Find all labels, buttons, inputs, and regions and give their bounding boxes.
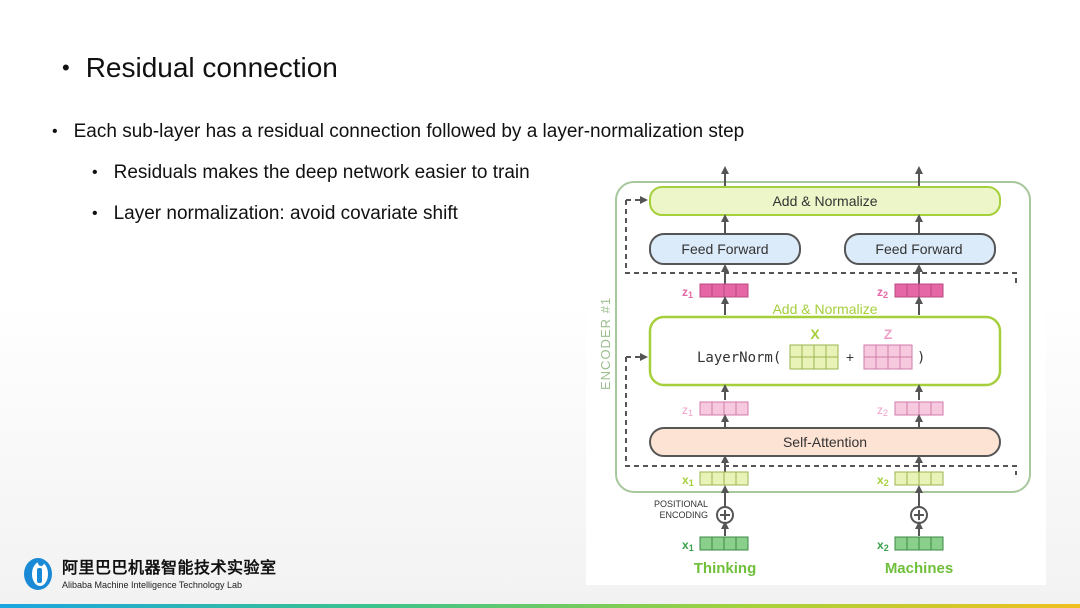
x2-inner-vector [894, 471, 944, 486]
bullet-dot: • [92, 205, 98, 222]
bullet-dot: • [62, 55, 70, 80]
z1-top-label: z1 [682, 285, 693, 300]
encoder-diagram: ENCODER #1 Add & Normalize Feed Forward … [586, 160, 1046, 585]
positional-label-1: POSITIONAL [654, 499, 708, 509]
z2-top-label: z2 [877, 285, 888, 300]
bullet-3-text: Layer normalization: avoid covariate shi… [113, 203, 458, 224]
x2-inner-label: x2 [877, 473, 889, 488]
z2-light-label: z2 [877, 403, 888, 418]
layernorm-z-label: Z [884, 326, 893, 342]
self-attention-label: Self-Attention [783, 434, 867, 450]
residual-dashed-sa [625, 357, 1017, 475]
layernorm-plus: + [846, 349, 854, 365]
plus-circle-icon-left [716, 506, 734, 524]
x1-input-vector [699, 536, 749, 551]
layernorm-close: ) [917, 350, 925, 366]
residual-dashed-ff [625, 200, 1017, 285]
slide-title-text: Residual connection [85, 52, 338, 83]
layernorm-x-label: X [810, 326, 820, 342]
plus-circle-icon-right [910, 506, 928, 524]
word-thinking: Thinking [694, 560, 757, 577]
bullet-1-text: Each sub-layer has a residual connection… [73, 121, 745, 142]
layernorm-prefix: LayerNorm( [697, 350, 781, 366]
bullet-2: • Residuals makes the deep network easie… [92, 162, 530, 184]
bullet-1: • Each sub-layer has a residual connecti… [52, 121, 744, 143]
self-attention-box [649, 427, 1001, 457]
add-normalize-top-label: Add & Normalize [772, 193, 877, 209]
z2-top-vector [894, 283, 944, 298]
layernorm-z-matrix [863, 344, 913, 370]
logo-english-text: Alibaba Machine Intelligence Technology … [62, 580, 242, 590]
encoder-diagram-svg: ENCODER #1 Add & Normalize Feed Forward … [598, 166, 1031, 577]
x1-inner-label: x1 [682, 473, 694, 488]
bullet-3: • Layer normalization: avoid covariate s… [92, 203, 458, 225]
slide-title: • Residual connection [62, 52, 338, 84]
feed-forward-right-label: Feed Forward [875, 241, 962, 257]
bullet-dot: • [92, 164, 98, 181]
z1-light-label: z1 [682, 403, 693, 418]
bullet-2-text: Residuals makes the deep network easier … [113, 162, 530, 183]
encoder-label: ENCODER #1 [598, 297, 613, 390]
lab-logo: 阿里巴巴机器智能技术实验室 Alibaba Machine Intelligen… [22, 552, 277, 592]
add-normalize-mid-label: Add & Normalize [772, 301, 877, 317]
bottom-color-bar [0, 604, 1080, 608]
z2-light-vector [894, 401, 944, 416]
z1-light-vector [699, 401, 749, 416]
x2-input-label: x2 [877, 538, 889, 553]
x1-input-label: x1 [682, 538, 694, 553]
layernorm-x-matrix [789, 344, 839, 370]
alibaba-lab-logo-icon [24, 558, 52, 590]
x2-input-vector [894, 536, 944, 551]
z1-top-vector [699, 283, 749, 298]
x1-inner-vector [699, 471, 749, 486]
add-normalize-top-box [649, 186, 1001, 216]
encoder-box [615, 181, 1031, 493]
positional-label-2: ENCODING [659, 510, 708, 520]
logo-chinese-text: 阿里巴巴机器智能技术实验室 [62, 560, 277, 577]
feed-forward-left-label: Feed Forward [681, 241, 768, 257]
bullet-dot: • [52, 123, 58, 140]
word-machines: Machines [885, 560, 953, 577]
